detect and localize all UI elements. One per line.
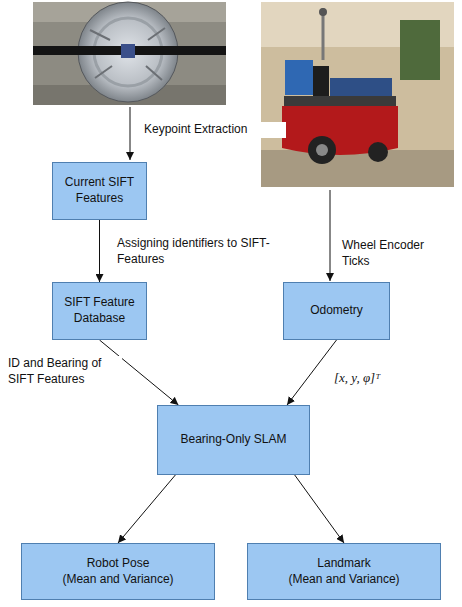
- edge-label: [x, y, φ]ᵀ: [332, 370, 416, 387]
- arrow-connector: [295, 475, 344, 543]
- box-text: Landmark: [317, 556, 370, 572]
- omnidirectional-image: [33, 2, 226, 105]
- edge-label: ID and Bearing of SIFT Features: [6, 356, 122, 387]
- arrow-connector: [99, 220, 100, 282]
- box-text: Robot Pose: [87, 556, 150, 572]
- process-box: Current SIFT Features: [52, 162, 147, 220]
- box-text: Bearing-Only SLAM: [180, 432, 286, 448]
- arrow-connector: [287, 340, 336, 405]
- arrow-annotation: Wheel Encoder Ticks: [340, 238, 439, 269]
- process-box: Bearing-Only SLAM: [157, 405, 310, 475]
- process-box: Odometry: [283, 282, 390, 340]
- edge-label: Assigning identifiers to SIFT-Features: [115, 236, 279, 267]
- encoder-arrow: [330, 190, 331, 281]
- process-box: Landmark(Mean and Variance): [247, 543, 441, 600]
- keypoint-arrow: [130, 107, 131, 160]
- process-box: SIFT Feature Database: [52, 282, 147, 340]
- process-box: Robot Pose(Mean and Variance): [21, 543, 215, 600]
- box-text: Odometry: [310, 303, 363, 319]
- box-text: (Mean and Variance): [288, 572, 399, 588]
- arrow-annotation: Keypoint Extraction: [142, 122, 286, 138]
- box-text: SIFT Feature Database: [57, 295, 142, 326]
- robot-photo: [261, 2, 454, 187]
- box-text: (Mean and Variance): [62, 572, 173, 588]
- arrow-connector: [118, 475, 175, 543]
- box-text: Current SIFT Features: [57, 175, 142, 206]
